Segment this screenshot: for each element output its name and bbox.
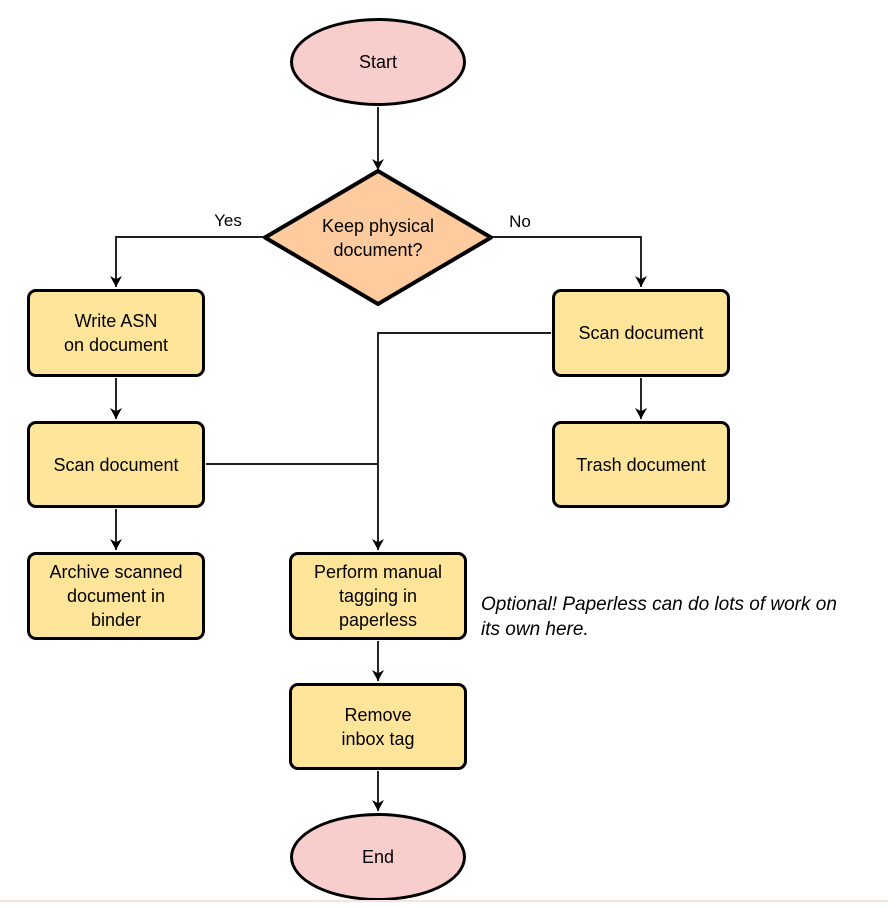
node-write-asn: Write ASN on document bbox=[27, 289, 205, 377]
node-scan-document-right: Scan document bbox=[552, 289, 730, 377]
node-remove-inbox-tag: Remove inbox tag bbox=[289, 683, 467, 770]
node-start-label: Start bbox=[358, 52, 397, 72]
node-archive-binder-label: Archive scanned document in binder bbox=[49, 562, 183, 630]
node-trash-document: Trash document bbox=[552, 421, 730, 508]
edge-scan-right-to-tagging bbox=[372, 332, 551, 550]
node-scan-document-left-label: Scan document bbox=[53, 454, 179, 475]
node-decision: Keep physical document? bbox=[289, 205, 467, 270]
node-end-label: End bbox=[361, 847, 395, 867]
edge-label-no: No bbox=[509, 212, 531, 231]
node-manual-tagging-label: Perform manual tagging in paperless bbox=[313, 562, 443, 630]
node-trash-document-label: Trash document bbox=[576, 454, 706, 475]
node-write-asn-label: Write ASN on document bbox=[63, 311, 169, 355]
edge-decision-yes-to-write-asn bbox=[110, 236, 266, 287]
node-scan-document-right-label: Scan document bbox=[578, 323, 704, 343]
node-scan-document-left: Scan document bbox=[27, 421, 205, 508]
optional-annotation: Optional! Paperless can do lots of work … bbox=[481, 594, 837, 640]
node-decision-label: Keep physical document? bbox=[321, 215, 435, 260]
node-end: End bbox=[290, 813, 466, 901]
node-archive-binder: Archive scanned document in binder bbox=[27, 552, 205, 640]
node-start: Start bbox=[290, 18, 466, 106]
edge-decision-no-to-scan-right bbox=[489, 236, 647, 287]
node-manual-tagging: Perform manual tagging in paperless bbox=[289, 552, 467, 640]
footer-divider-line bbox=[0, 900, 888, 902]
node-remove-inbox-tag-label: Remove inbox tag bbox=[341, 704, 415, 749]
edge-label-yes: Yes bbox=[214, 211, 242, 230]
